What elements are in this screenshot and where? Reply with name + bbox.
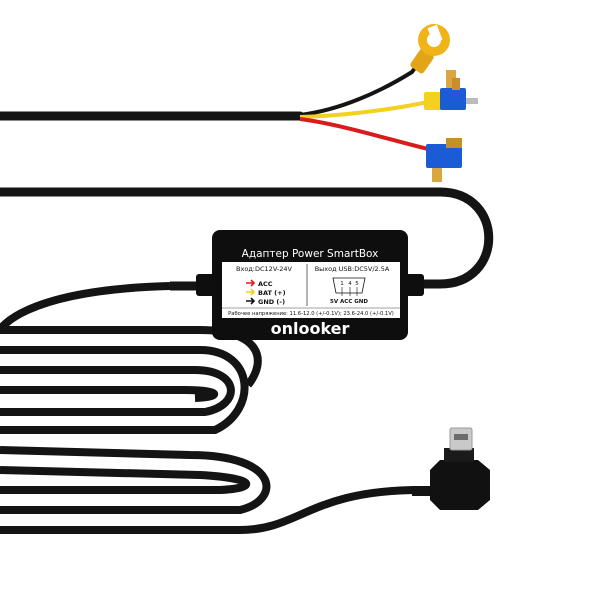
red-wire [299,117,433,152]
wire-label-bat: BAT (+) [258,289,286,297]
wire-label-acc: ACC [258,280,273,288]
arrow-black-icon [246,297,256,305]
micro-usb-connector [412,427,490,510]
ground-wire [299,48,430,117]
brand-text: onlooker [271,319,350,338]
adapter-title: Адаптер Power SmartBox [242,248,379,260]
yellow-wire [299,100,429,119]
pin-4: 4 [348,281,352,287]
arrow-red-icon [246,279,256,287]
input-cable [0,187,494,289]
voltage-note: Рабочее напряжение: 11.6-12.0 (+/-0.1V);… [228,311,394,317]
fuse-tap-red [426,138,462,182]
usb-port-icon [332,277,366,294]
arrow-yellow-icon [246,288,256,296]
pin-5: 5 [355,281,359,287]
output-spec: Выход USB:DC5V/2.5A [315,265,390,273]
pin-1: 1 [340,281,344,287]
usb-pinout: 1 4 5 5V ACC GND [330,277,368,305]
pin-labels: 5V ACC GND [330,299,368,305]
coiled-cable [0,282,421,534]
wire-legend: ACC BAT (+) GND (-) [246,279,286,306]
input-spec: Вход:DC12V-24V [236,265,292,273]
wire-label-gnd: GND (-) [258,298,285,306]
brand-logo: onlooker [271,319,350,338]
wire-harness [0,48,433,152]
fuse-tap-yellow [424,70,478,110]
adapter-box: Адаптер Power SmartBox Вход:DC12V-24V Вы… [196,230,424,340]
ring-terminal [410,24,450,74]
